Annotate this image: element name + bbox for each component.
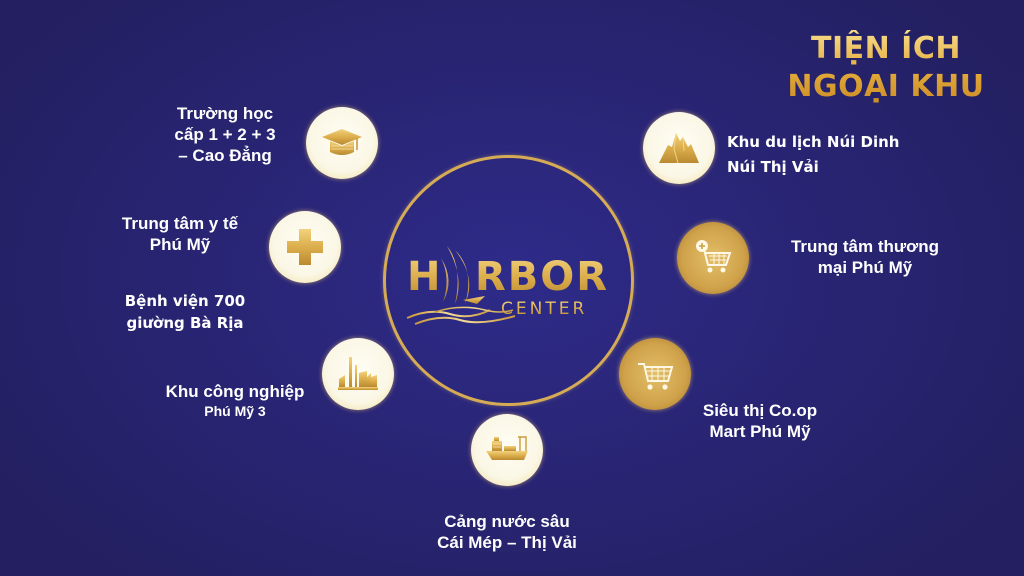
label-line: Núi Thị Vải	[727, 158, 819, 176]
label-line: Cái Mép – Thị Vải	[437, 533, 577, 552]
center-ring	[383, 155, 634, 406]
label-line: giường Bà Rịa	[126, 314, 244, 332]
medical-cross-icon	[287, 229, 323, 265]
label-line: Phú Mỹ 3	[204, 403, 266, 419]
page-title: TIỆN ÍCH NGOẠI KHU	[786, 30, 986, 106]
label-line: Trung tâm thương	[790, 237, 940, 256]
shopping-cart-plus-icon	[696, 240, 732, 273]
trade-center-icon-badge	[677, 222, 749, 294]
mountain-tourism-label: Khu du lịch Núi Dinh Núi Thị Vải	[727, 130, 899, 180]
sailboat-icon: H RBOR CENTER	[406, 246, 609, 325]
port-icon-badge	[471, 414, 543, 486]
graduation-cap-icon	[322, 129, 362, 155]
industrial-icon-badge	[322, 338, 394, 410]
label-line: mại Phú Mỹ	[817, 258, 913, 277]
supermarket-icon-badge	[619, 338, 691, 410]
label-line: Khu công nghiệp	[165, 382, 305, 401]
hospital-label: Bệnh viện 700 giường Bà Rịa	[110, 290, 260, 334]
label-line: Trường học	[176, 104, 274, 123]
label-line: – Cao Đẳng	[178, 146, 272, 165]
label-line: Siêu thị Co.op	[702, 401, 818, 420]
label-line: Trung tâm y tế	[121, 214, 239, 233]
title-line-1: TIỆN ÍCH	[811, 31, 961, 66]
school-label: Trường học cấp 1 + 2 + 3 – Cao Đẳng	[150, 103, 300, 166]
label-line: cấp 1 + 2 + 3	[174, 125, 276, 144]
label-line: Cảng nước sâu	[444, 512, 570, 531]
shopping-cart-icon	[638, 363, 674, 390]
cargo-ship-icon	[486, 436, 528, 460]
svg-text:CENTER: CENTER	[501, 299, 587, 319]
label-line: Phú Mỹ	[149, 235, 211, 254]
svg-text:H: H	[407, 254, 441, 300]
mountain-icon-badge	[643, 112, 715, 184]
port-label: Cảng nước sâu Cái Mép – Thị Vải	[412, 511, 602, 553]
title-line-2: NGOẠI KHU	[787, 69, 985, 104]
label-line: Mart Phú Mỹ	[709, 422, 811, 441]
harbor-center-logo: H RBOR CENTER	[405, 238, 625, 328]
label-line: Bệnh viện 700	[124, 292, 246, 310]
svg-text:RBOR: RBOR	[475, 254, 609, 300]
school-icon-badge	[306, 107, 378, 179]
factory-icon	[338, 357, 378, 390]
industrial-zone-label: Khu công nghiệp Phú Mỹ 3	[145, 381, 325, 420]
medical-center-label: Trung tâm y tế Phú Mỹ	[105, 213, 255, 255]
supermarket-label: Siêu thị Co.op Mart Phú Mỹ	[695, 400, 825, 442]
trade-center-label: Trung tâm thương mại Phú Mỹ	[775, 236, 955, 278]
label-line: Khu du lịch Núi Dinh	[727, 133, 900, 151]
mountain-icon	[659, 132, 699, 164]
medical-icon-badge	[269, 211, 341, 283]
